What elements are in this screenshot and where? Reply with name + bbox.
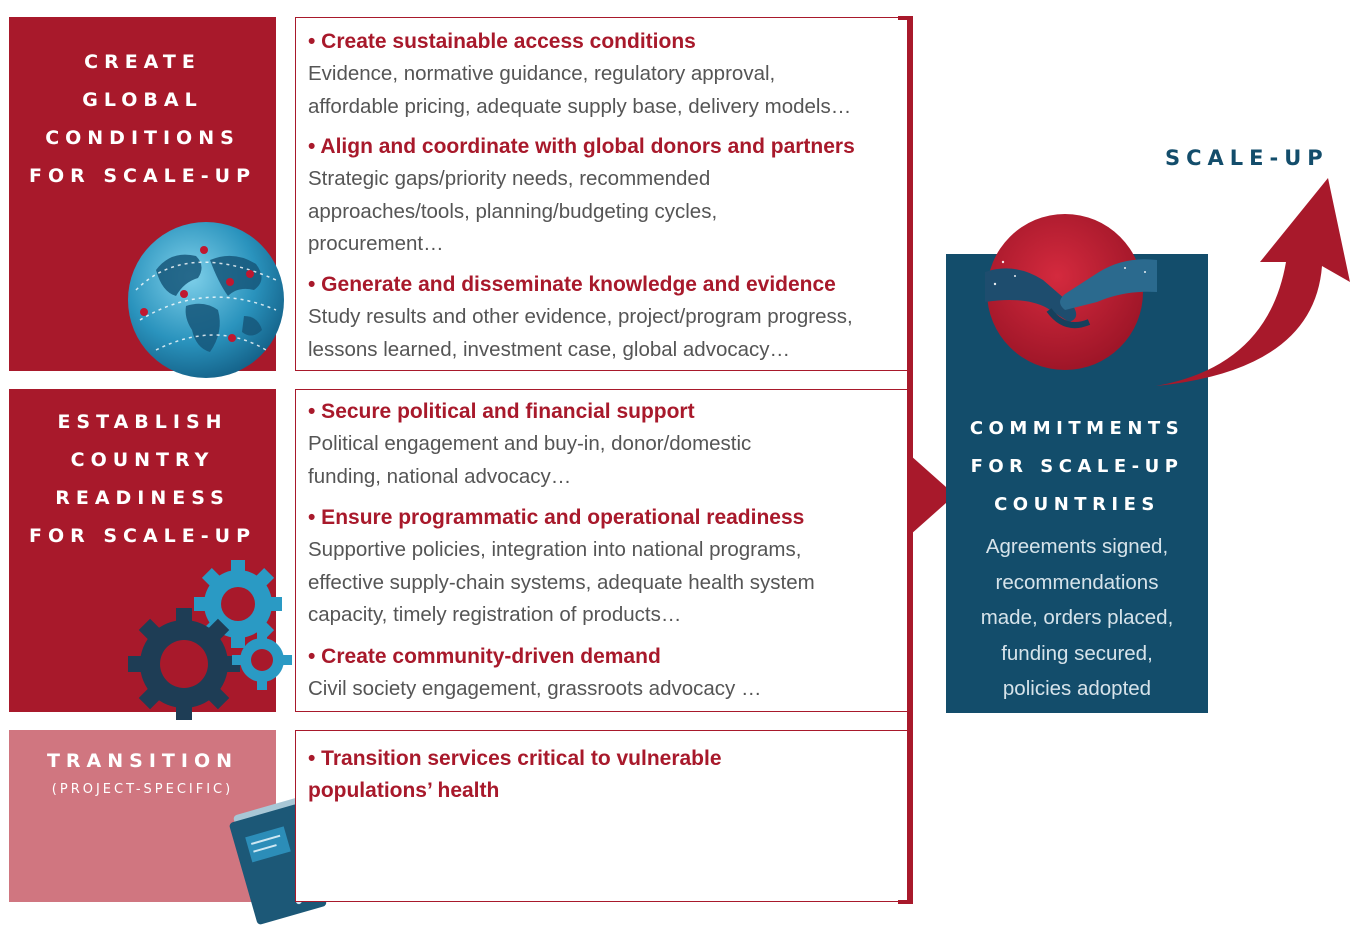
item-heading: • Align and coordinate with global donor… <box>308 135 855 158</box>
list-item: • Secure political and financial support… <box>308 396 902 493</box>
bracket-bottom-tick <box>898 900 913 904</box>
commitments-description: Agreements signed, recommendations made,… <box>980 535 1174 700</box>
handshake-icon <box>985 214 1157 370</box>
list-item: • Align and coordinate with global donor… <box>308 131 902 261</box>
global-conditions-panel: • Create sustainable access conditions E… <box>295 17 909 371</box>
commitments-title: COMMITMENTS FOR SCALE-UP COUNTRIES <box>969 418 1185 515</box>
bracket-top-tick <box>898 16 913 20</box>
list-item: • Generate and disseminate knowledge and… <box>308 269 902 366</box>
item-heading: • Create sustainable access conditions <box>308 30 696 53</box>
item-heading: • Secure political and financial support <box>308 400 695 423</box>
scale-up-label: SCALE-UP <box>1165 146 1329 170</box>
transition-title: TRANSITION <box>46 750 239 772</box>
list-item: • Create community-driven demand Civil s… <box>308 641 902 706</box>
list-item: • Create sustainable access conditions E… <box>308 26 902 123</box>
curved-arrow-icon <box>1156 178 1350 386</box>
transition-panel: • Transition services critical to vulner… <box>295 730 909 902</box>
global-conditions-title: CREATE GLOBAL CONDITIONS FOR SCALE-UP <box>28 51 257 187</box>
country-readiness-panel: • Secure political and financial support… <box>295 389 909 712</box>
item-heading: • Create community-driven demand <box>308 645 661 668</box>
globe-icon <box>128 222 284 378</box>
item-description: Supportive policies, integration into na… <box>308 538 815 626</box>
item-description: Civil society engagement, grassroots adv… <box>308 677 762 700</box>
item-description: Strategic gaps/priority needs, recommend… <box>308 167 718 255</box>
country-readiness-title: ESTABLISH COUNTRY READINESS FOR SCALE-UP <box>28 411 257 547</box>
list-item: • Ensure programmatic and operational re… <box>308 502 902 632</box>
item-heading: • Ensure programmatic and operational re… <box>308 506 805 529</box>
item-description: Political engagement and buy-in, donor/d… <box>308 432 752 488</box>
item-description: Study results and other evidence, projec… <box>308 305 853 361</box>
item-description: Evidence, normative guidance, regulatory… <box>308 62 852 118</box>
item-heading: • Generate and disseminate knowledge and… <box>308 273 836 296</box>
item-heading: • Transition services critical to vulner… <box>308 747 722 802</box>
gears-icon <box>128 560 292 720</box>
transition-block: TRANSITION (PROJECT-SPECIFIC) <box>9 730 276 902</box>
transition-subtitle: (PROJECT-SPECIFIC) <box>51 782 234 797</box>
bracket-pointer <box>910 455 955 535</box>
list-item: • Transition services critical to vulner… <box>308 743 902 807</box>
